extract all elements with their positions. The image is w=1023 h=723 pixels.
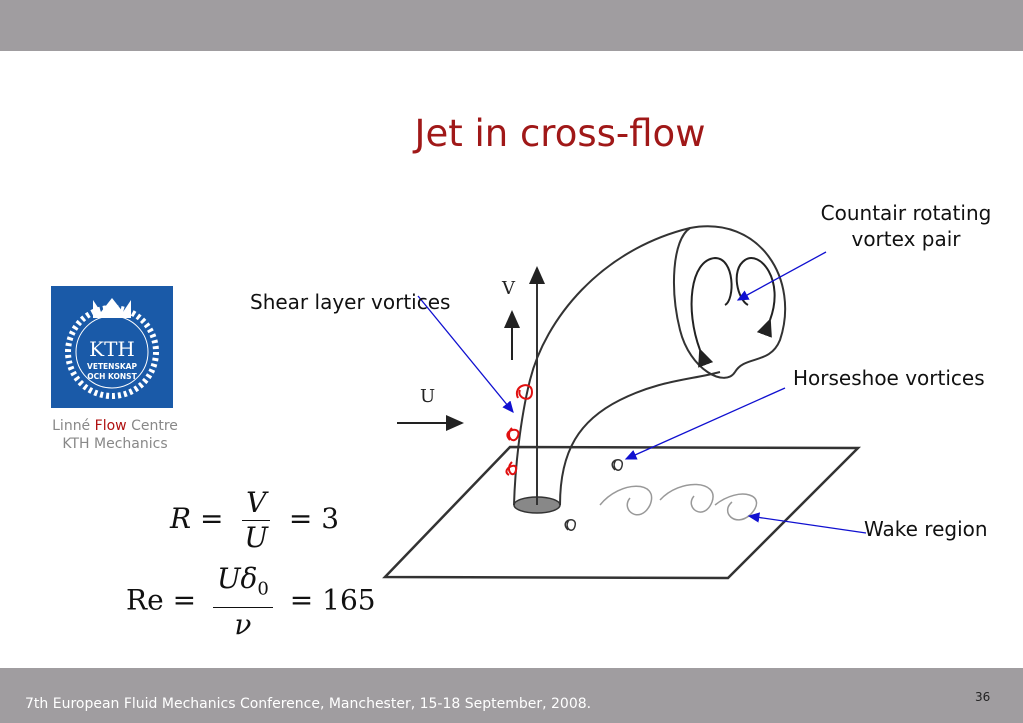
eq2-num-sub: 0 xyxy=(257,578,269,600)
wake-swirls xyxy=(599,483,758,521)
shear-arrow xyxy=(417,295,514,414)
eq1-fraction: V U xyxy=(240,486,272,555)
eq2-num: Uδ xyxy=(216,562,258,595)
label-shear: Shear layer vortices xyxy=(250,290,451,314)
wall-plate xyxy=(382,445,862,580)
cvp-right xyxy=(735,257,776,338)
wake-arrow xyxy=(747,512,867,534)
eq1-num: V xyxy=(242,486,271,521)
jet-plume-lower xyxy=(559,371,721,506)
logo-line1: VETENSKAP xyxy=(87,362,137,371)
countair-arrow xyxy=(736,251,827,301)
horseshoe-loop-1 xyxy=(611,459,623,471)
v-label: V xyxy=(501,278,516,299)
logo-main-text: KTH xyxy=(89,337,135,361)
label-countair: Countair rotating vortex pair xyxy=(808,200,1004,252)
cvp-left xyxy=(690,256,733,368)
kth-logo: KTH VETENSKAP OCH KONST xyxy=(51,286,173,408)
eq2-rhs: = 165 xyxy=(289,583,376,617)
caption-word3: Centre xyxy=(131,418,178,434)
eq1-rhs: = 3 xyxy=(288,502,340,535)
horseshoe-loop-2 xyxy=(564,519,576,531)
label-horseshoe: Horseshoe vortices xyxy=(793,366,985,390)
footer-text: 7th European Fluid Mechanics Conference,… xyxy=(25,696,592,712)
eq1-lhs: R xyxy=(170,502,192,535)
label-countair-line1: Countair rotating xyxy=(820,201,992,225)
logo-caption: Linné Flow Centre KTH Mechanics xyxy=(40,417,190,453)
caption-word1: Linné xyxy=(52,418,91,434)
u-label: U xyxy=(420,386,435,407)
eq1-den: U xyxy=(244,521,268,554)
slide-title: Jet in cross-flow xyxy=(414,112,706,155)
eq2-den: ν xyxy=(234,607,252,641)
horseshoe-arrow xyxy=(624,387,786,460)
caption-line2: KTH Mechanics xyxy=(62,436,168,452)
kth-crest-icon: KTH VETENSKAP OCH KONST xyxy=(65,298,159,399)
eq2-lhs: Re xyxy=(126,583,164,617)
eq2-fraction: Uδ0 ν xyxy=(212,562,273,642)
jet-plume-upper xyxy=(513,227,691,506)
label-countair-line2: vortex pair xyxy=(851,227,961,251)
equation-re: Re = Uδ0 ν = 165 xyxy=(126,562,376,642)
shear-vortices xyxy=(505,384,534,476)
equation-r: R = V U = 3 xyxy=(170,486,340,555)
caption-flow: Flow xyxy=(94,418,127,434)
logo-line2: OCH KONST xyxy=(87,372,137,381)
label-wake: Wake region xyxy=(864,517,988,541)
page-number: 36 xyxy=(975,690,991,704)
vortex-tube-end xyxy=(673,225,787,379)
